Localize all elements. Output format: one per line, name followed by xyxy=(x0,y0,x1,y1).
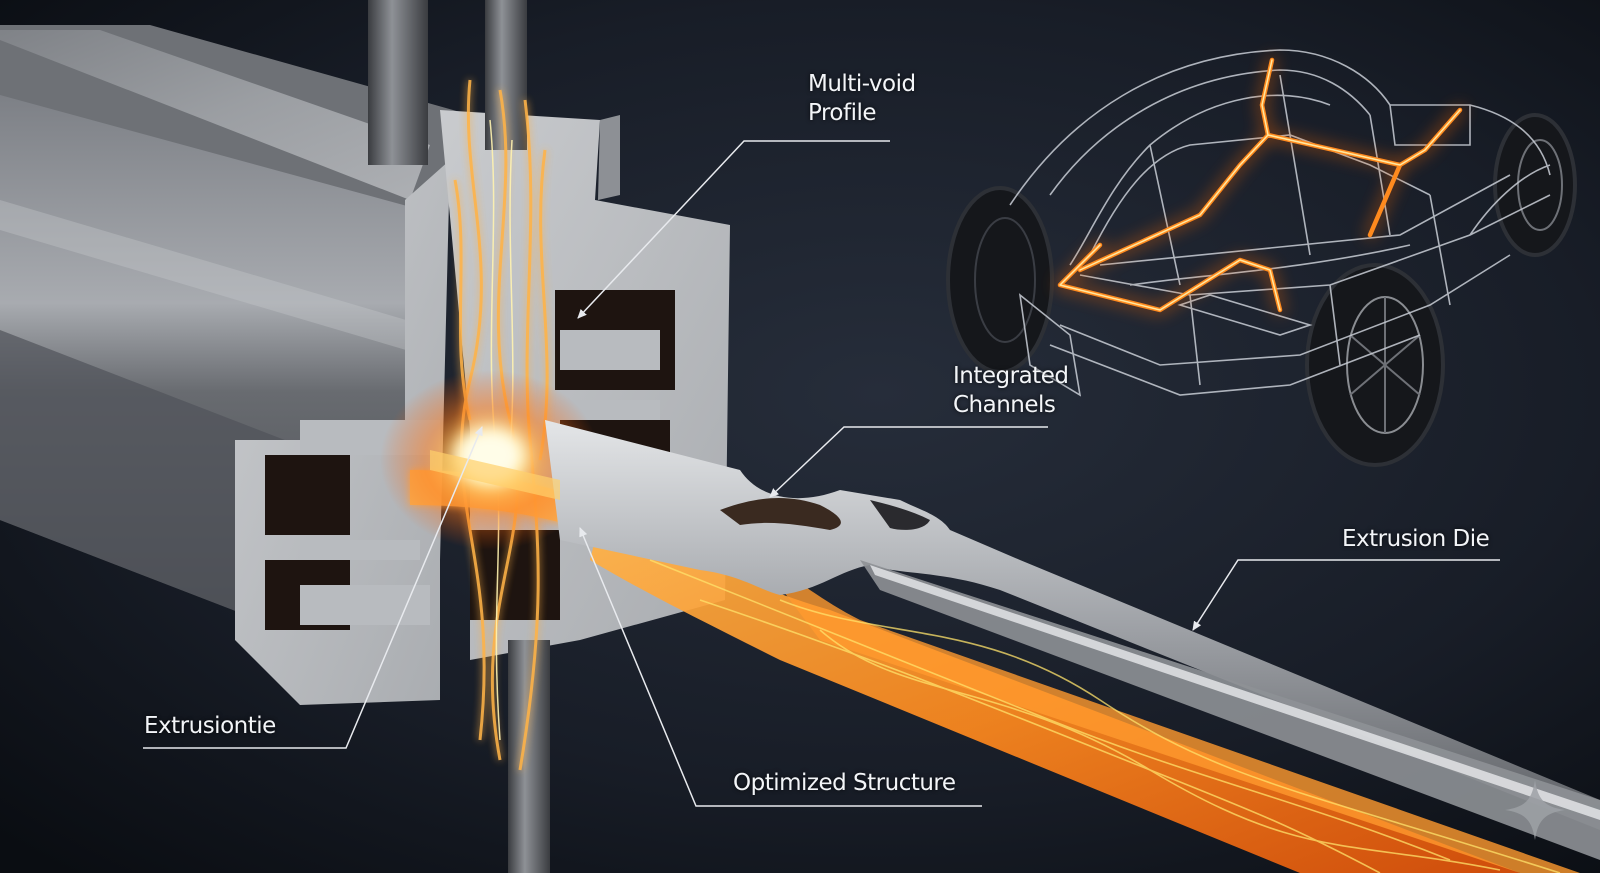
label-multi-void-line1: Multi-void xyxy=(808,71,916,97)
rod-left xyxy=(368,0,428,165)
wheel-front-left xyxy=(946,186,1054,374)
extruded-profile xyxy=(430,420,1600,860)
label-integrated-line1: Integrated xyxy=(953,363,1069,389)
sparkle-star-icon xyxy=(1505,780,1565,840)
wheel-rear-right xyxy=(1493,113,1577,257)
wheel-front-right xyxy=(1305,263,1445,467)
extrusion-block xyxy=(0,0,730,873)
leader-lines xyxy=(143,140,1500,807)
label-extrusiontie: Extrusiontie xyxy=(144,713,276,739)
leader-multi-void-profile xyxy=(577,140,890,319)
rod-bottom xyxy=(508,640,550,873)
label-multi-void-line2: Profile xyxy=(808,100,877,126)
label-integrated-channels: Integrated Channels xyxy=(953,362,1069,420)
label-multi-void-profile: Multi-void Profile xyxy=(808,70,916,128)
leader-extrusion-die xyxy=(1192,559,1500,631)
label-extrusion-die: Extrusion Die xyxy=(1342,526,1490,552)
label-optimized-structure: Optimized Structure xyxy=(733,770,956,796)
label-integrated-line2: Channels xyxy=(953,392,1056,418)
leader-extrusiontie xyxy=(143,426,483,749)
rod-right xyxy=(485,0,527,150)
car-chassis-wireframe xyxy=(946,49,1577,467)
leader-integrated-channels xyxy=(769,426,1048,498)
integrated-channels-glow xyxy=(1055,55,1465,315)
leader-optimized-structure xyxy=(579,527,982,807)
